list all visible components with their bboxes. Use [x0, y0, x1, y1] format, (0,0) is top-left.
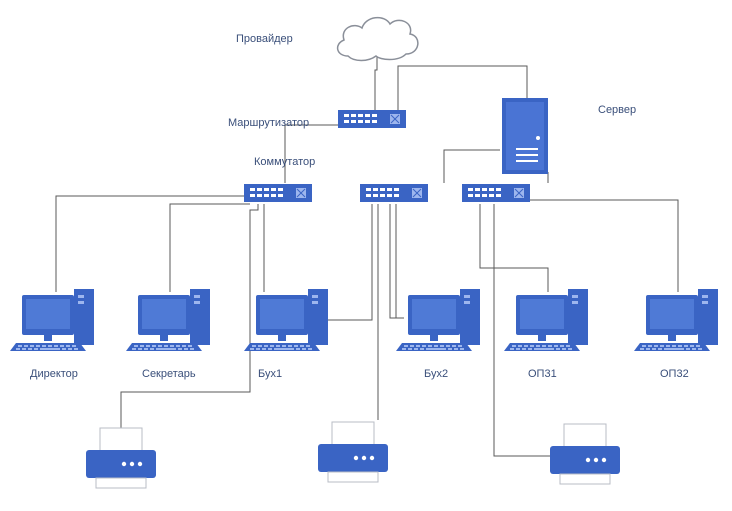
link-switch1-director — [55, 195, 246, 292]
label-switch: Коммутатор — [254, 156, 316, 168]
server-icon — [502, 98, 548, 174]
link-router-switch1 — [284, 124, 340, 183]
label-buh2: Бух2 — [424, 368, 449, 380]
connection-lines — [55, 55, 679, 457]
label-secretary: Секретарь — [142, 368, 196, 380]
link-cloud-router — [374, 55, 378, 110]
switch1-icon — [243, 183, 313, 203]
link-switch3-op32 — [530, 199, 679, 292]
printer1-icon — [85, 427, 157, 489]
link-router-server — [397, 65, 528, 110]
computer-secretary-icon — [126, 289, 210, 351]
link-server-switch2 — [443, 149, 500, 183]
switch2-icon — [359, 183, 429, 203]
cloud-icon — [336, 16, 419, 62]
computer-director-icon — [10, 289, 94, 351]
label-op32: ОП32 — [660, 368, 689, 380]
link-switch2-buh2 — [389, 204, 404, 319]
link-switch3-printer3 — [493, 204, 550, 457]
switch3-icon — [461, 183, 531, 203]
computer-op32-icon — [634, 289, 718, 351]
label-op31: ОП31 — [528, 368, 557, 380]
label-director: Директор — [30, 368, 78, 380]
link-switch1-printer1 — [120, 204, 259, 455]
computer-buh2-icon — [396, 289, 480, 351]
link-switch1-secretary — [169, 203, 250, 292]
router-icon — [337, 109, 407, 129]
computer-buh1-icon — [244, 289, 328, 351]
label-provider: Провайдер — [236, 33, 293, 45]
label-buh1: Бух1 — [258, 368, 283, 380]
printer3-icon — [549, 423, 621, 485]
link-switch2-buh1 — [320, 204, 373, 321]
computer-op31-icon — [504, 289, 588, 351]
label-server: Сервер — [598, 104, 637, 116]
printer2-icon — [317, 421, 389, 483]
label-router: Маршрутизатор — [228, 117, 310, 129]
link-switch3-op31 — [479, 204, 549, 292]
